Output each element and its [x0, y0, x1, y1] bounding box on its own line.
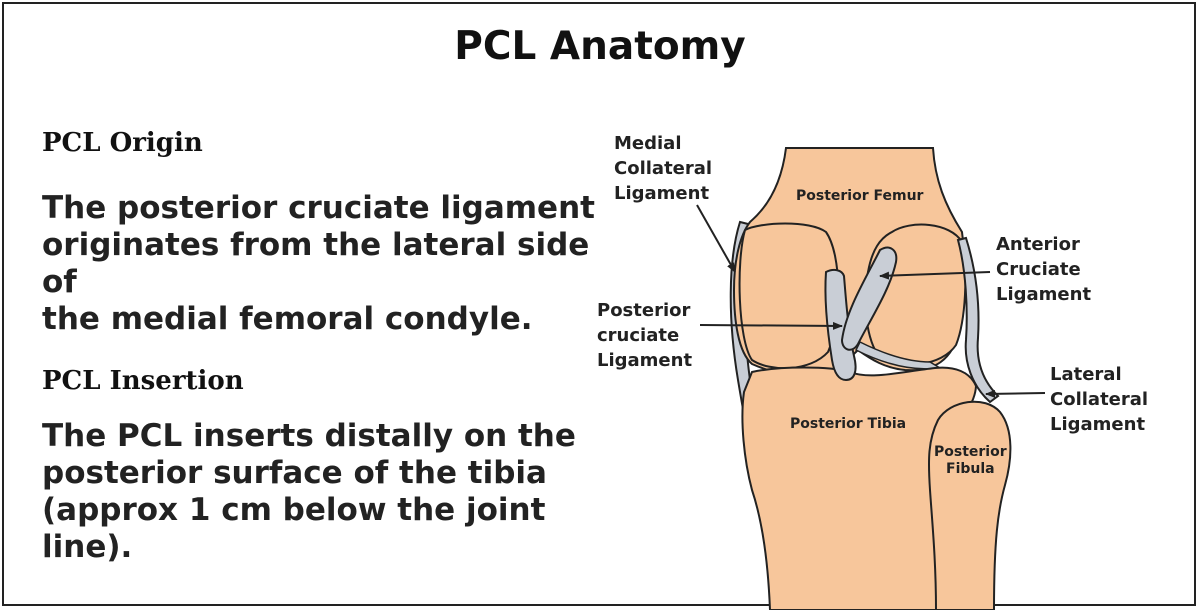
fibula-label-line: Posterior [934, 444, 1007, 460]
tibia-label: Posterior Tibia [790, 416, 907, 432]
fibula-label: Posterior Fibula [934, 444, 1007, 478]
lcl-label-line: Collateral [1050, 389, 1149, 410]
lcl-band [956, 236, 1000, 404]
acl-label-line: Ligament [996, 284, 1092, 305]
pcl-label-line: Ligament [597, 350, 693, 371]
posterior-fibula-bone [927, 400, 1012, 610]
insertion-description: The PCL inserts distally on the posterio… [42, 418, 602, 566]
origin-line: The posterior cruciate ligament [42, 190, 595, 226]
acl-label: Anterior Cruciate Ligament [996, 232, 1091, 307]
lcl-label: Lateral Collateral Ligament [1050, 362, 1148, 437]
lcl-leader-arrow [985, 389, 1046, 398]
pcl-label: Posterior cruciate Ligament [597, 298, 692, 373]
femur-label: Posterior Femur [796, 188, 924, 204]
origin-heading: PCL Origin [42, 128, 203, 158]
origin-line: originates from the lateral side of [42, 227, 590, 300]
origin-description: The posterior cruciate ligament originat… [42, 190, 602, 338]
mcl-label: Medial Collateral Ligament [614, 131, 712, 206]
mcl-leader-arrow [696, 204, 736, 273]
mcl-label-line: Medial [614, 133, 682, 154]
mcl-label-line: Collateral [614, 158, 713, 179]
insertion-line: posterior surface of the tibia [42, 455, 547, 491]
mcl-label-line: Ligament [614, 183, 710, 204]
acl-label-line: Anterior [996, 234, 1080, 255]
pcl-leader-arrow [699, 321, 843, 330]
insertion-line: The PCL inserts distally on the [42, 418, 576, 454]
acl-label-line: Cruciate [996, 259, 1081, 280]
lcl-label-line: Lateral [1050, 364, 1122, 385]
origin-line: the medial femoral condyle. [42, 301, 533, 337]
insertion-line: (approx 1 cm below the joint line). [42, 492, 546, 565]
pcl-label-line: cruciate [597, 325, 680, 346]
fibula-label-line: Fibula [946, 461, 995, 477]
page-title: PCL Anatomy [454, 24, 746, 69]
acl-leader-arrow [879, 271, 991, 280]
medial-femoral-condyle [738, 222, 840, 370]
lcl-label-line: Ligament [1050, 414, 1146, 435]
insertion-heading: PCL Insertion [42, 366, 244, 396]
pcl-label-line: Posterior [597, 300, 691, 321]
